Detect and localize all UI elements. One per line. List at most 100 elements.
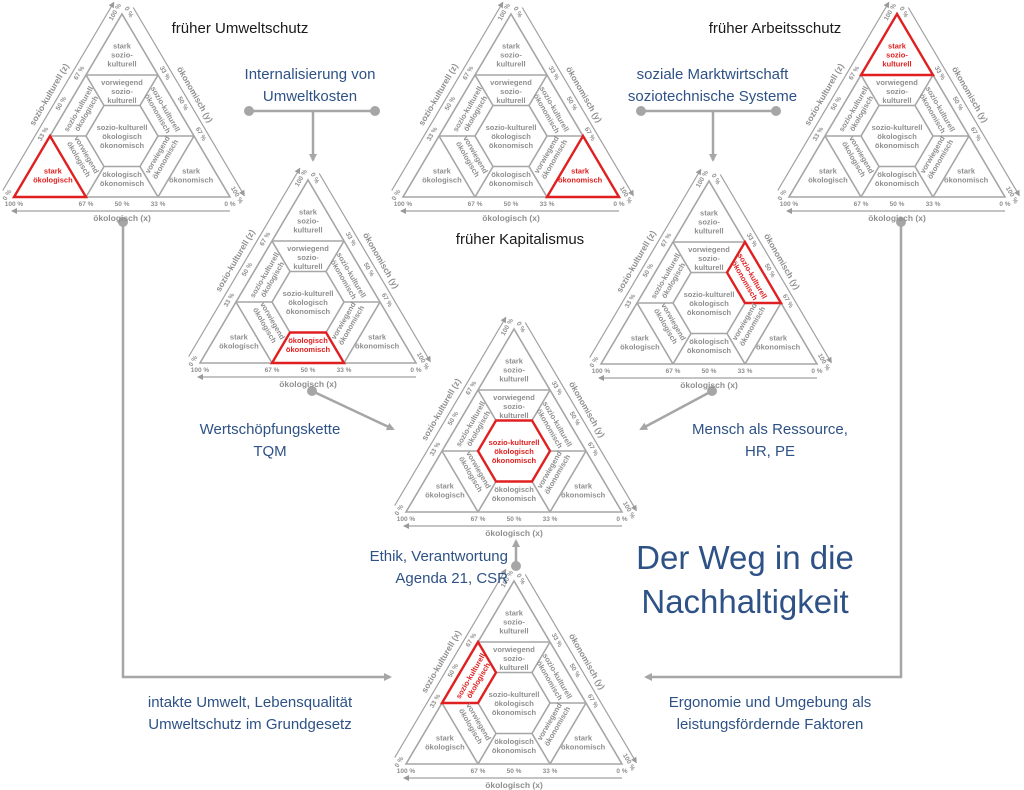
region-label-line: ökologisch [877, 170, 917, 179]
z-axis-line [394, 568, 507, 758]
grid-line [528, 166, 548, 198]
dot [707, 386, 717, 396]
z-axis-label: sozio-kulturell (z) [27, 62, 71, 128]
triangle-outline [12, 12, 232, 198]
grid-line [343, 301, 381, 364]
grid-line [531, 733, 551, 765]
connector-dots [118, 106, 906, 571]
z-tick-label: 100 % [883, 2, 898, 22]
region-label-line: stark [631, 334, 650, 343]
grid-line [325, 240, 345, 272]
y-axis-line [524, 574, 637, 764]
z-axis-line [394, 316, 507, 506]
region-label-line: vorwiegend [490, 78, 532, 87]
region-label-line: ökologisch [808, 176, 848, 185]
z-tick-label: 0 % [777, 188, 789, 201]
x-tick-label: 67 % [79, 201, 94, 208]
dot [370, 106, 380, 116]
line: soziotechnische Systeme [627, 88, 798, 105]
region-label-line: kulturell [293, 225, 322, 234]
line: Ergonomie und Umgebung als [668, 694, 872, 711]
x-axis-label: ökologisch (x) [485, 780, 543, 790]
line: TQM [253, 443, 287, 460]
z-tick-label: 0 % [394, 503, 406, 516]
y-tick-label: 0 % [710, 173, 722, 186]
x-axis-label: ökologisch (x) [93, 213, 151, 223]
highlight-region [476, 419, 552, 483]
grid-line [549, 702, 587, 765]
region-label-line: ökonomisch [492, 746, 537, 755]
x-tick-label: 100 % [780, 201, 799, 208]
stage-title-kapitalismus: früher Kapitalismus [455, 231, 585, 248]
z-tick-label: 0 % [394, 755, 406, 768]
region-label-line: sozio- [503, 365, 525, 374]
triangle-outline [401, 12, 621, 198]
triangle-outline [787, 12, 1007, 198]
highlight-region [269, 331, 347, 365]
x-tick-label: 0 % [224, 201, 235, 208]
center-hexagon [474, 104, 548, 168]
region-label-line: ökologisch [494, 737, 534, 746]
z-tick-label: 0 % [2, 188, 14, 201]
region-label-line: stark [574, 482, 593, 491]
region-label-vorw-x: vorwiegendökologisch [456, 701, 493, 746]
line: Mensch als Ressource, [692, 421, 848, 438]
y-tick-label: 0 % [515, 573, 527, 586]
x-tick-label: 100 % [592, 368, 611, 375]
x-tick-label: 33 % [543, 768, 558, 775]
dot [896, 217, 906, 227]
region-label-line: stark [299, 207, 318, 216]
region-label-line: vorwiegend [493, 393, 535, 402]
line: HR, PE [744, 443, 795, 460]
grid-line [139, 166, 159, 198]
z-tick-label: 100 % [500, 317, 515, 337]
grid-line [271, 240, 291, 272]
region-label-line: kulturell [293, 262, 322, 271]
z-axis-label: sozio-kulturell (z) [419, 377, 463, 443]
label-wertschoepfung: Wertschöpfungskette TQM [180, 419, 360, 463]
z-axis-label: sozio-kulturell (z) [614, 229, 658, 295]
region-label-line: ökonomisch [489, 179, 534, 188]
region-label-line: sozio- [886, 87, 908, 96]
y-tick-label: 0 % [898, 6, 910, 19]
x-tick-label: 50 % [890, 201, 905, 208]
grid-line [441, 702, 479, 765]
region-label-line: stark [957, 167, 976, 176]
dot [511, 561, 521, 571]
x-tick-label: 50 % [301, 367, 316, 374]
region-label-line: ökonomisch [561, 491, 606, 500]
label-ergonomie: Ergonomie und Umgebung als leistungsförd… [655, 692, 885, 736]
grid-line [914, 166, 934, 198]
region-label-line: vorwiegend [101, 78, 143, 87]
y-axis-line [521, 7, 634, 197]
y-tick-label: 0 % [123, 6, 135, 19]
region-label-line: kulturell [694, 226, 723, 235]
region-label-line: ökologisch [877, 132, 917, 141]
y-axis-line [907, 7, 1020, 197]
grid-line [474, 74, 494, 106]
region-label-line: sozio- [503, 617, 525, 626]
region-label-line: ökologisch [494, 447, 534, 456]
region-label-line: ökologisch [102, 170, 142, 179]
region-label-line: ökonomisch [944, 176, 989, 185]
region-label-line: sozio-kulturell [872, 123, 923, 132]
region-label-line: stark [113, 41, 132, 50]
x-tick-label: 67 % [471, 516, 486, 523]
triangle-outline [404, 327, 624, 513]
